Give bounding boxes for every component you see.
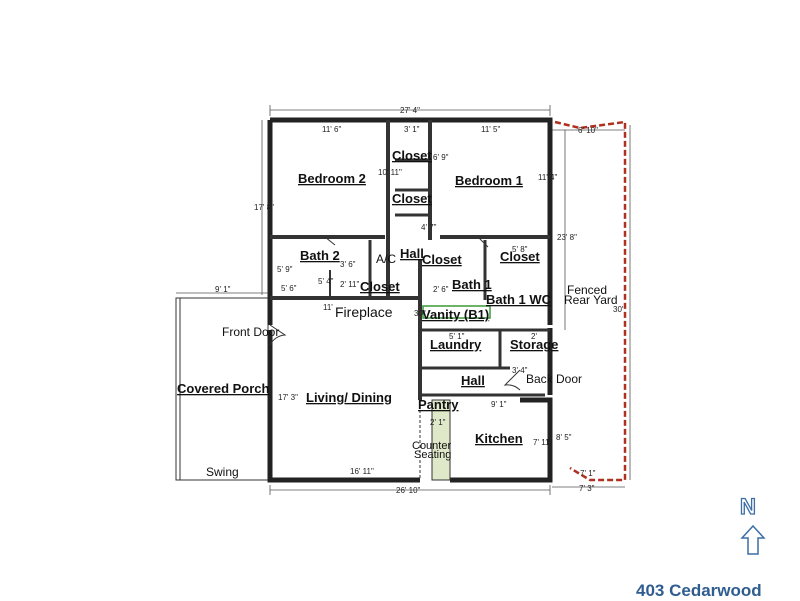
dim-bedroom1-width: 11' 5" xyxy=(481,125,501,134)
dim-kitchen-width: 9' 1" xyxy=(491,400,507,409)
label-swing: Swing xyxy=(206,465,239,479)
room-closet-bath2: Closet xyxy=(360,279,400,294)
dim-bath1-2-6: 2' 6" xyxy=(433,285,449,294)
north-letter: N xyxy=(739,493,756,519)
room-kitchen: Kitchen xyxy=(475,431,523,446)
dimension-lines xyxy=(176,105,631,495)
room-vanity: Vanity (B1) xyxy=(422,307,489,322)
dim-yard-top: 6' 10" xyxy=(578,126,598,135)
dim-bedroom2-depth: 10' 11" xyxy=(378,168,402,177)
label-fireplace: Fireplace xyxy=(335,304,393,320)
dim-bath2-3-6: 3' 6" xyxy=(340,260,356,269)
dim-storage-2: 2' xyxy=(531,332,537,341)
room-bedroom-1: Bedroom 1 xyxy=(455,173,523,188)
dim-closet-2-11: 2' 11" xyxy=(340,280,360,289)
interior-walls xyxy=(270,120,550,481)
dim-bedroom2-width: 11' 6" xyxy=(322,125,342,134)
dim-yard-bottom: 7' 1" xyxy=(580,469,596,478)
dim-b1-closet: 5' 8" xyxy=(512,245,528,254)
dim-living-width-bottom: 16' 11" xyxy=(350,467,374,476)
dim-bedroom1-closet: 6' 9" xyxy=(433,153,449,162)
dim-bath2-depth: 5' 9" xyxy=(277,265,293,274)
dim-bath2-5-6: 5' 6" xyxy=(281,284,297,293)
dim-bedroom1-depth: 11' 4" xyxy=(538,173,558,182)
room-closet-mid: Closet xyxy=(392,191,432,206)
room-closet-bedroom1: Closet xyxy=(500,249,540,264)
room-bedroom-2: Bedroom 2 xyxy=(298,171,366,186)
label-back-door: Back Door xyxy=(526,372,582,386)
room-ac: A/C xyxy=(376,252,396,266)
label-counter: Counter xyxy=(412,440,451,452)
dim-closet-width: 3' 1" xyxy=(404,125,420,134)
room-covered-porch: Covered Porch xyxy=(177,381,270,396)
dim-overall-bottom: 26' 10" xyxy=(396,486,421,495)
room-pantry: Pantry xyxy=(418,397,459,412)
north-arrow-icon xyxy=(740,524,766,555)
room-bath-2: Bath 2 xyxy=(300,248,340,263)
dim-left-depth: 17' 8" xyxy=(254,203,274,212)
fence-line xyxy=(554,120,627,482)
room-hall-top: Hall xyxy=(400,246,424,261)
room-living-dining: Living/ Dining xyxy=(306,390,392,405)
dim-hall-3-4: 3' 4" xyxy=(512,366,528,375)
dim-hall-4-7: 4' 7" xyxy=(421,223,437,232)
room-hall-mid: Hall xyxy=(461,373,485,388)
dim-kitchen-depth: 7' 11" xyxy=(533,438,553,447)
dim-yard-bottom-2: 7' 3" xyxy=(579,484,595,493)
door-swings xyxy=(269,236,521,391)
dim-closet-5-4: 5' 4" xyxy=(318,277,334,286)
dim-overall-top: 27' 4" xyxy=(400,106,420,115)
dim-living-width-top: 11' xyxy=(323,303,333,312)
label-fenced: Fenced xyxy=(567,283,607,297)
dim-right-depth: 23' 8" xyxy=(557,233,577,242)
dim-porch-width: 9' 1" xyxy=(215,285,231,294)
room-laundry: Laundry xyxy=(430,337,482,352)
dim-yard-depth: 30' xyxy=(613,305,624,314)
dim-living-depth: 17' 3" xyxy=(278,393,298,402)
room-bath-1: Bath 1 xyxy=(452,277,492,292)
label-rear-yard: Rear Yard xyxy=(564,293,618,307)
room-closet-hall: Closet xyxy=(422,252,462,267)
label-seating: Seating xyxy=(414,449,451,461)
dim-laundry-5-1: 5' 1" xyxy=(449,332,465,341)
label-front-door: Front Door xyxy=(222,325,279,339)
dim-kitchen-8-5: 8' 5" xyxy=(556,433,572,442)
room-bath-1-wc: Bath 1 WC xyxy=(486,292,552,307)
room-storage: Storage xyxy=(510,337,558,352)
room-closet-top: Closet xyxy=(392,148,432,163)
dim-pantry-2-1: 2' 1" xyxy=(430,418,446,427)
exterior-walls xyxy=(267,117,553,483)
address-title: 403 Cedarwood xyxy=(636,581,762,600)
dim-vanity-30: 30" xyxy=(414,309,426,318)
